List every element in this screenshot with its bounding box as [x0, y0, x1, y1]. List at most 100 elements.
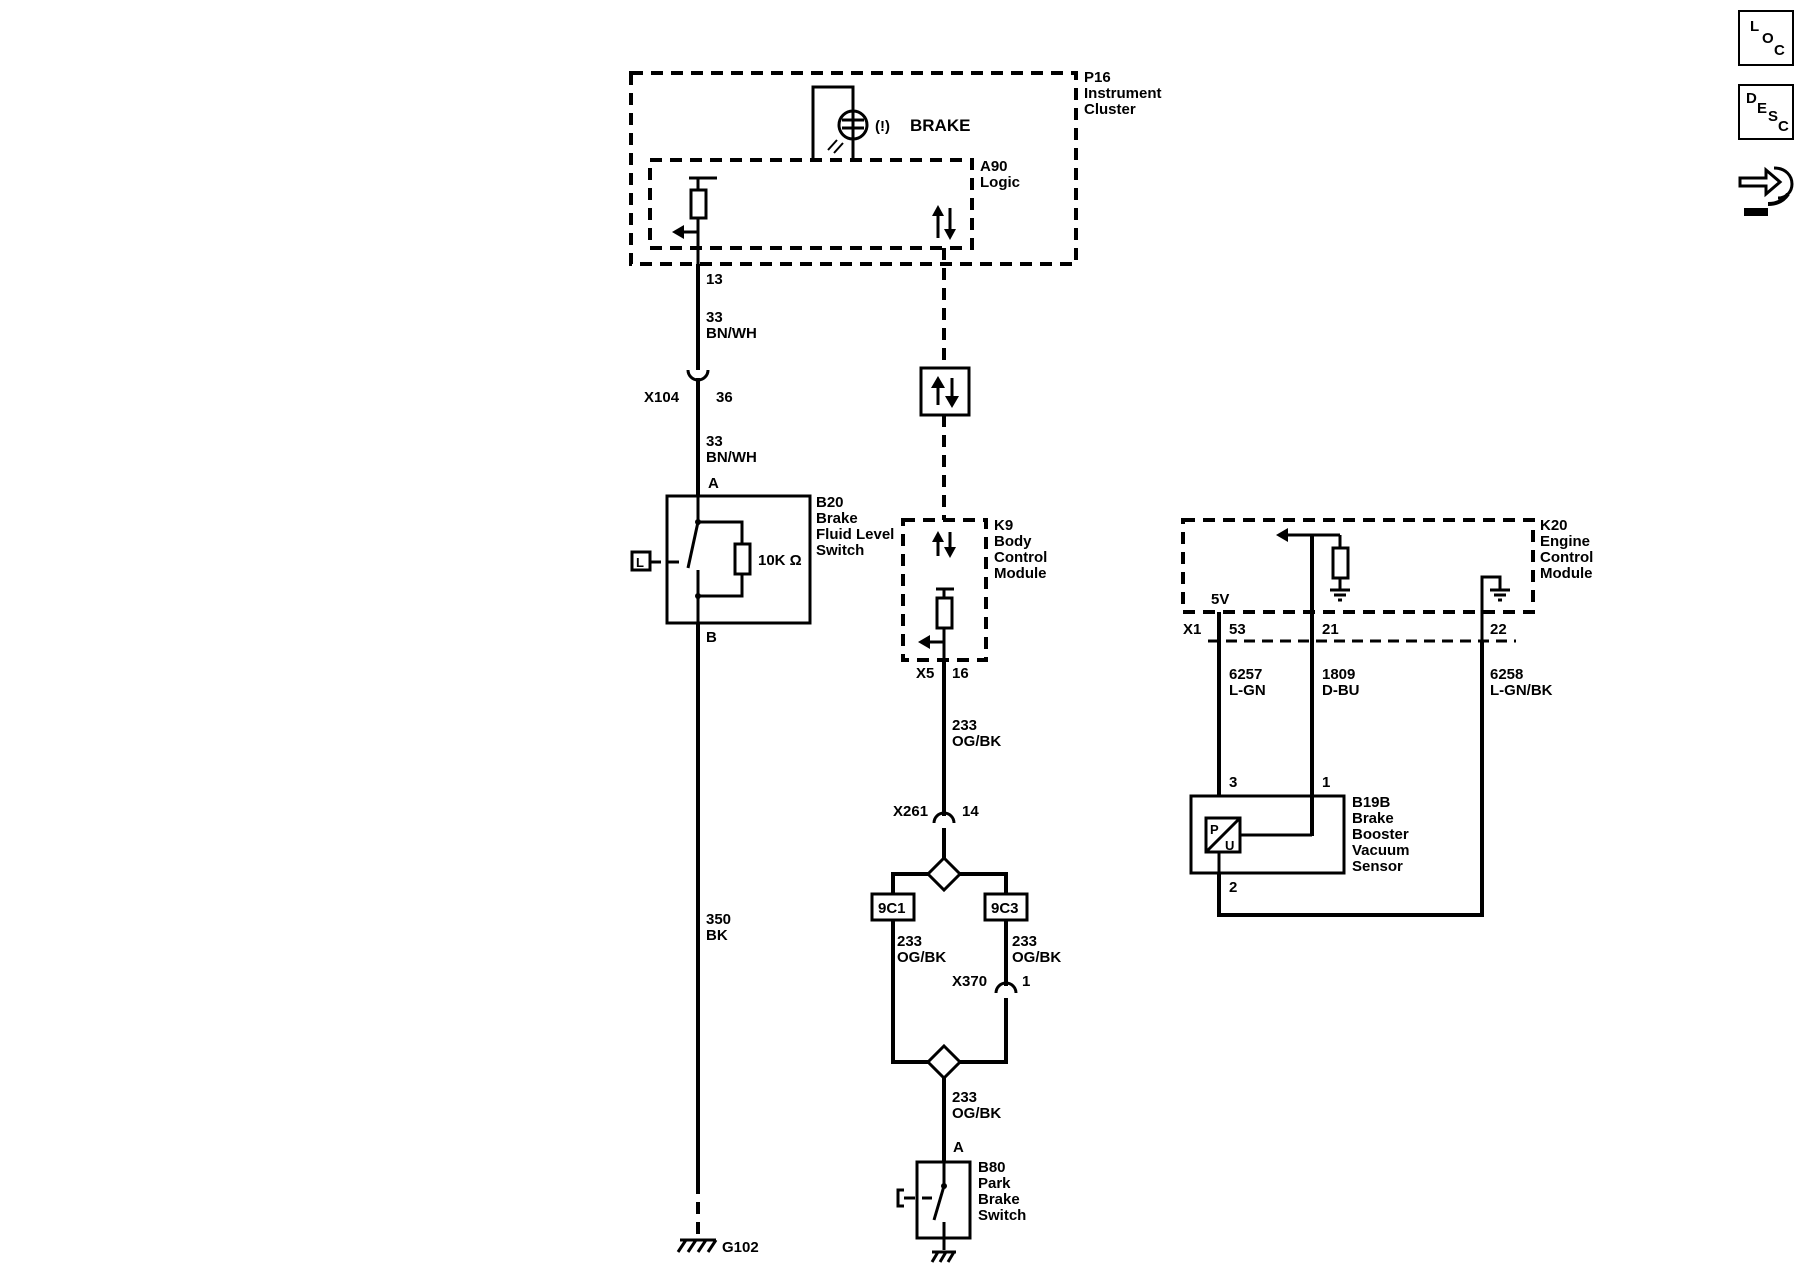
- wire-33-upper-circuit: 33: [706, 309, 723, 326]
- splice-pack-9c1[interactable]: 9C1: [870, 892, 916, 922]
- loc-letter-l: L: [1750, 18, 1760, 35]
- pin-b80-a: A: [953, 1139, 964, 1156]
- wire-233-b80-circuit: 233: [952, 1089, 977, 1106]
- pin-k9-16: 16: [952, 665, 969, 682]
- connector-x261-label: X261: [893, 803, 928, 820]
- description-view-icon[interactable]: D E S C: [1738, 84, 1794, 140]
- connector-x370[interactable]: X370 1: [952, 973, 1030, 994]
- k9-label-2: Control: [994, 549, 1047, 566]
- wire-33-lower-color: BN/WH: [706, 449, 757, 466]
- b80-label-2: Brake: [978, 1191, 1020, 1208]
- a90-logic[interactable]: A90 Logic: [648, 158, 1020, 250]
- wire-233-left-circuit: 233: [897, 933, 922, 950]
- pin-x104-36: 36: [716, 389, 733, 406]
- k9-label-3: Module: [994, 565, 1047, 582]
- k20-label-1: Engine: [1540, 533, 1590, 550]
- loc-letter-c: C: [1774, 42, 1785, 59]
- a90-pullup-resistor: [672, 176, 717, 264]
- splice-diamond-bottom[interactable]: [925, 1043, 963, 1081]
- k20-5v-reference: 5V: [1211, 591, 1229, 608]
- b80-park-brake-switch[interactable]: A B80 Park Brake Switch: [896, 1139, 1026, 1250]
- wire-233-k9-color: OG/BK: [952, 733, 1001, 750]
- pin-b19b-3: 3: [1229, 774, 1237, 791]
- splice-9c1-label: 9C1: [878, 900, 906, 917]
- wire-233-right-circuit: 233: [1012, 933, 1037, 950]
- desc-letter-e: E: [1757, 100, 1768, 117]
- k9-id: K9: [994, 517, 1013, 534]
- splice-top-right-branch: [960, 872, 1008, 894]
- b20-resistor-value: 10K Ω: [758, 552, 802, 569]
- b19b-brake-booster-vacuum-sensor[interactable]: 3 1 B19B Brake Booster Vacuum Sensor P U…: [1189, 774, 1410, 896]
- brake-warning-lamp: (!) BRAKE: [811, 85, 970, 160]
- pin-k20-22: 22: [1490, 621, 1507, 638]
- b20-label-3: Switch: [816, 542, 864, 559]
- wire-33-upper-color: BN/WH: [706, 325, 757, 342]
- k9-label-1: Body: [994, 533, 1032, 550]
- serial-data-symbol: [919, 366, 971, 417]
- desc-letter-d: D: [1746, 90, 1757, 107]
- b20-level-symbol: L: [636, 555, 644, 570]
- desc-letter-s: S: [1768, 108, 1779, 125]
- b20-brake-fluid-level-switch[interactable]: A B20 Brake Fluid Level Switch 10K Ω L B: [630, 475, 894, 646]
- p16-instrument-cluster[interactable]: P16 Instrument Cluster: [629, 69, 1162, 266]
- b80-label-1: Park: [978, 1175, 1011, 1192]
- location-view-icon[interactable]: L O C: [1738, 10, 1794, 66]
- wire-233-right-color: OG/BK: [1012, 949, 1061, 966]
- wire-1809-color: D-BU: [1322, 682, 1360, 699]
- wire-6258-color: L-GN/BK: [1490, 682, 1553, 699]
- wire-233-left-branch[interactable]: [891, 920, 928, 1064]
- b19b-voltage-symbol: U: [1225, 838, 1234, 853]
- p16-label-1: Instrument: [1084, 85, 1162, 102]
- wire-350-circuit: 350: [706, 911, 731, 928]
- wire-1809-circuit: 1809: [1322, 666, 1355, 683]
- pin-x370-1: 1: [1022, 973, 1030, 990]
- ground-g102[interactable]: G102: [676, 1238, 759, 1256]
- b19b-pressure-symbol: P: [1210, 822, 1219, 837]
- connector-x1[interactable]: X1 53 21 22: [1183, 621, 1516, 643]
- wire-233-b80-color: OG/BK: [952, 1105, 1001, 1122]
- b20-label-1: Brake: [816, 510, 858, 527]
- a90-label: Logic: [980, 174, 1020, 191]
- desc-letter-c: C: [1778, 118, 1789, 135]
- b20-label-2: Fluid Level: [816, 526, 894, 543]
- ground-g102-label: G102: [722, 1239, 759, 1256]
- b80-id: B80: [978, 1159, 1006, 1176]
- b19b-label-3: Vacuum: [1352, 842, 1410, 859]
- splice-pack-9c3[interactable]: 9C3: [983, 892, 1029, 922]
- wire-6258[interactable]: [1217, 640, 1484, 917]
- k20-signal-input-circuit: [1276, 528, 1350, 836]
- wire-6257-color: L-GN: [1229, 682, 1266, 699]
- connector-x1-label: X1: [1183, 621, 1201, 638]
- wire-33-lower-circuit: 33: [706, 433, 723, 450]
- pin-p16-13: 13: [706, 271, 723, 288]
- splice-diamond-top[interactable]: [925, 855, 963, 893]
- b19b-label-4: Sensor: [1352, 858, 1403, 875]
- repair-procedure-icon[interactable]: [1734, 160, 1798, 224]
- p16-id: P16: [1084, 69, 1111, 86]
- k20-label-3: Module: [1540, 565, 1593, 582]
- connector-x261[interactable]: X261 14: [893, 803, 979, 824]
- b19b-label-1: Brake: [1352, 810, 1394, 827]
- k9-body-control-module[interactable]: K9 Body Control Module X5 16: [901, 517, 1047, 682]
- connector-x370-label: X370: [952, 973, 987, 990]
- k20-engine-control-module[interactable]: K20 Engine Control Module 5V: [1181, 517, 1593, 614]
- b80-case-ground: [930, 1250, 956, 1263]
- pin-k20-53: 53: [1229, 621, 1246, 638]
- b80-label-3: Switch: [978, 1207, 1026, 1224]
- brake-lamp-label: BRAKE: [910, 116, 970, 135]
- wire-233-right-branch-lower: [960, 998, 1008, 1064]
- connector-x104[interactable]: X104 36: [644, 369, 733, 406]
- b20-id: B20: [816, 494, 844, 511]
- wire-233-k9-circuit: 233: [952, 717, 977, 734]
- a90-serial-data-arrows: [932, 205, 956, 240]
- b19b-label-2: Booster: [1352, 826, 1409, 843]
- k20-label-2: Control: [1540, 549, 1593, 566]
- splice-top-left-branch: [891, 872, 928, 894]
- wire-350-color: BK: [706, 927, 728, 944]
- pin-k20-21: 21: [1322, 621, 1339, 638]
- wire-6257-circuit: 6257: [1229, 666, 1262, 683]
- pin-b19b-2: 2: [1229, 879, 1237, 896]
- b19b-id: B19B: [1352, 794, 1391, 811]
- pin-x261-14: 14: [962, 803, 979, 820]
